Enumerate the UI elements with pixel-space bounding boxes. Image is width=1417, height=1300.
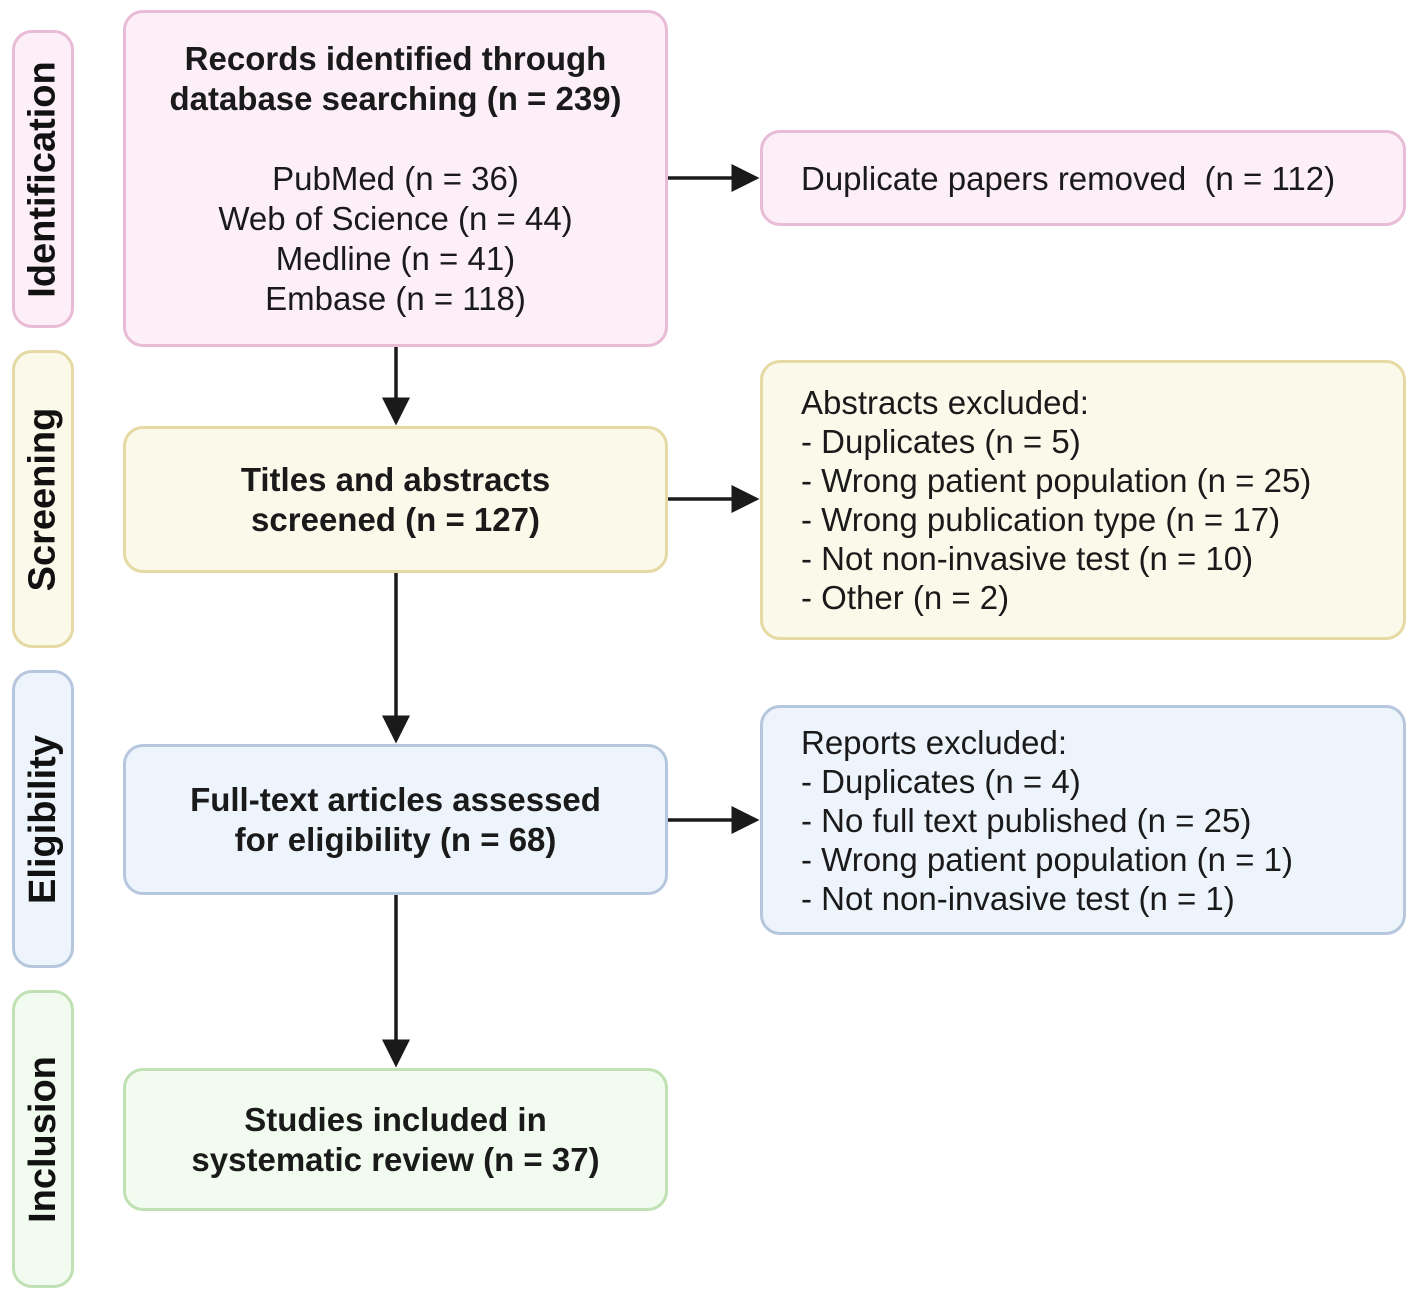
identification-box: Records identified through database sear… xyxy=(123,10,668,347)
duplicates-removed-box: Duplicate papers removed (n = 112) xyxy=(760,130,1406,226)
reports-excluded-heading: Reports excluded: xyxy=(801,723,1067,761)
phase-screening: Screening xyxy=(12,350,74,648)
reports-excluded-item: - No full text published (n = 25) xyxy=(801,801,1252,839)
abstracts-excluded-item: - Wrong publication type (n = 17) xyxy=(801,501,1281,538)
identification-title-line2: database searching (n = 239) xyxy=(169,79,622,117)
reports-excluded-box: Reports excluded: - Duplicates (n = 4) -… xyxy=(760,705,1406,935)
phase-identification: Identification xyxy=(12,30,74,328)
source-medline: Medline (n = 41) xyxy=(275,239,516,277)
inclusion-line2: systematic review (n = 37) xyxy=(191,1140,600,1178)
duplicates-removed-text: Duplicate papers removed (n = 112) xyxy=(801,159,1336,197)
inclusion-box: Studies included in systematic review (n… xyxy=(123,1068,668,1211)
phase-eligibility: Eligibility xyxy=(12,670,74,968)
source-embase: Embase (n = 118) xyxy=(265,279,526,317)
abstracts-excluded-item: - Wrong patient population (n = 25) xyxy=(801,462,1312,499)
eligibility-box: Full-text articles assessed for eligibil… xyxy=(123,744,668,895)
eligibility-line2: for eligibility (n = 68) xyxy=(234,820,557,858)
abstracts-excluded-item: - Not non-invasive test (n = 10) xyxy=(801,540,1254,577)
abstracts-excluded-box: Abstracts excluded: - Duplicates (n = 5)… xyxy=(760,360,1406,640)
screening-line2: screened (n = 127) xyxy=(251,500,540,538)
reports-excluded-item: - Wrong patient population (n = 1) xyxy=(801,840,1293,878)
screening-line1: Titles and abstracts xyxy=(240,460,551,498)
abstracts-excluded-item: - Duplicates (n = 5) xyxy=(801,423,1081,460)
eligibility-line1: Full-text articles assessed xyxy=(190,780,601,818)
reports-excluded-item: - Duplicates (n = 4) xyxy=(801,762,1081,800)
abstracts-excluded-heading: Abstracts excluded: xyxy=(801,384,1089,421)
phase-inclusion: Inclusion xyxy=(12,990,74,1288)
identification-title-line1: Records identified through xyxy=(184,39,607,77)
screening-box: Titles and abstracts screened (n = 127) xyxy=(123,426,668,573)
inclusion-line1: Studies included in xyxy=(244,1100,547,1138)
reports-excluded-item: - Not non-invasive test (n = 1) xyxy=(801,879,1235,917)
source-web-of-science: Web of Science (n = 44) xyxy=(218,199,573,237)
source-pubmed: PubMed (n = 36) xyxy=(272,159,519,197)
abstracts-excluded-item: - Other (n = 2) xyxy=(801,579,1010,616)
